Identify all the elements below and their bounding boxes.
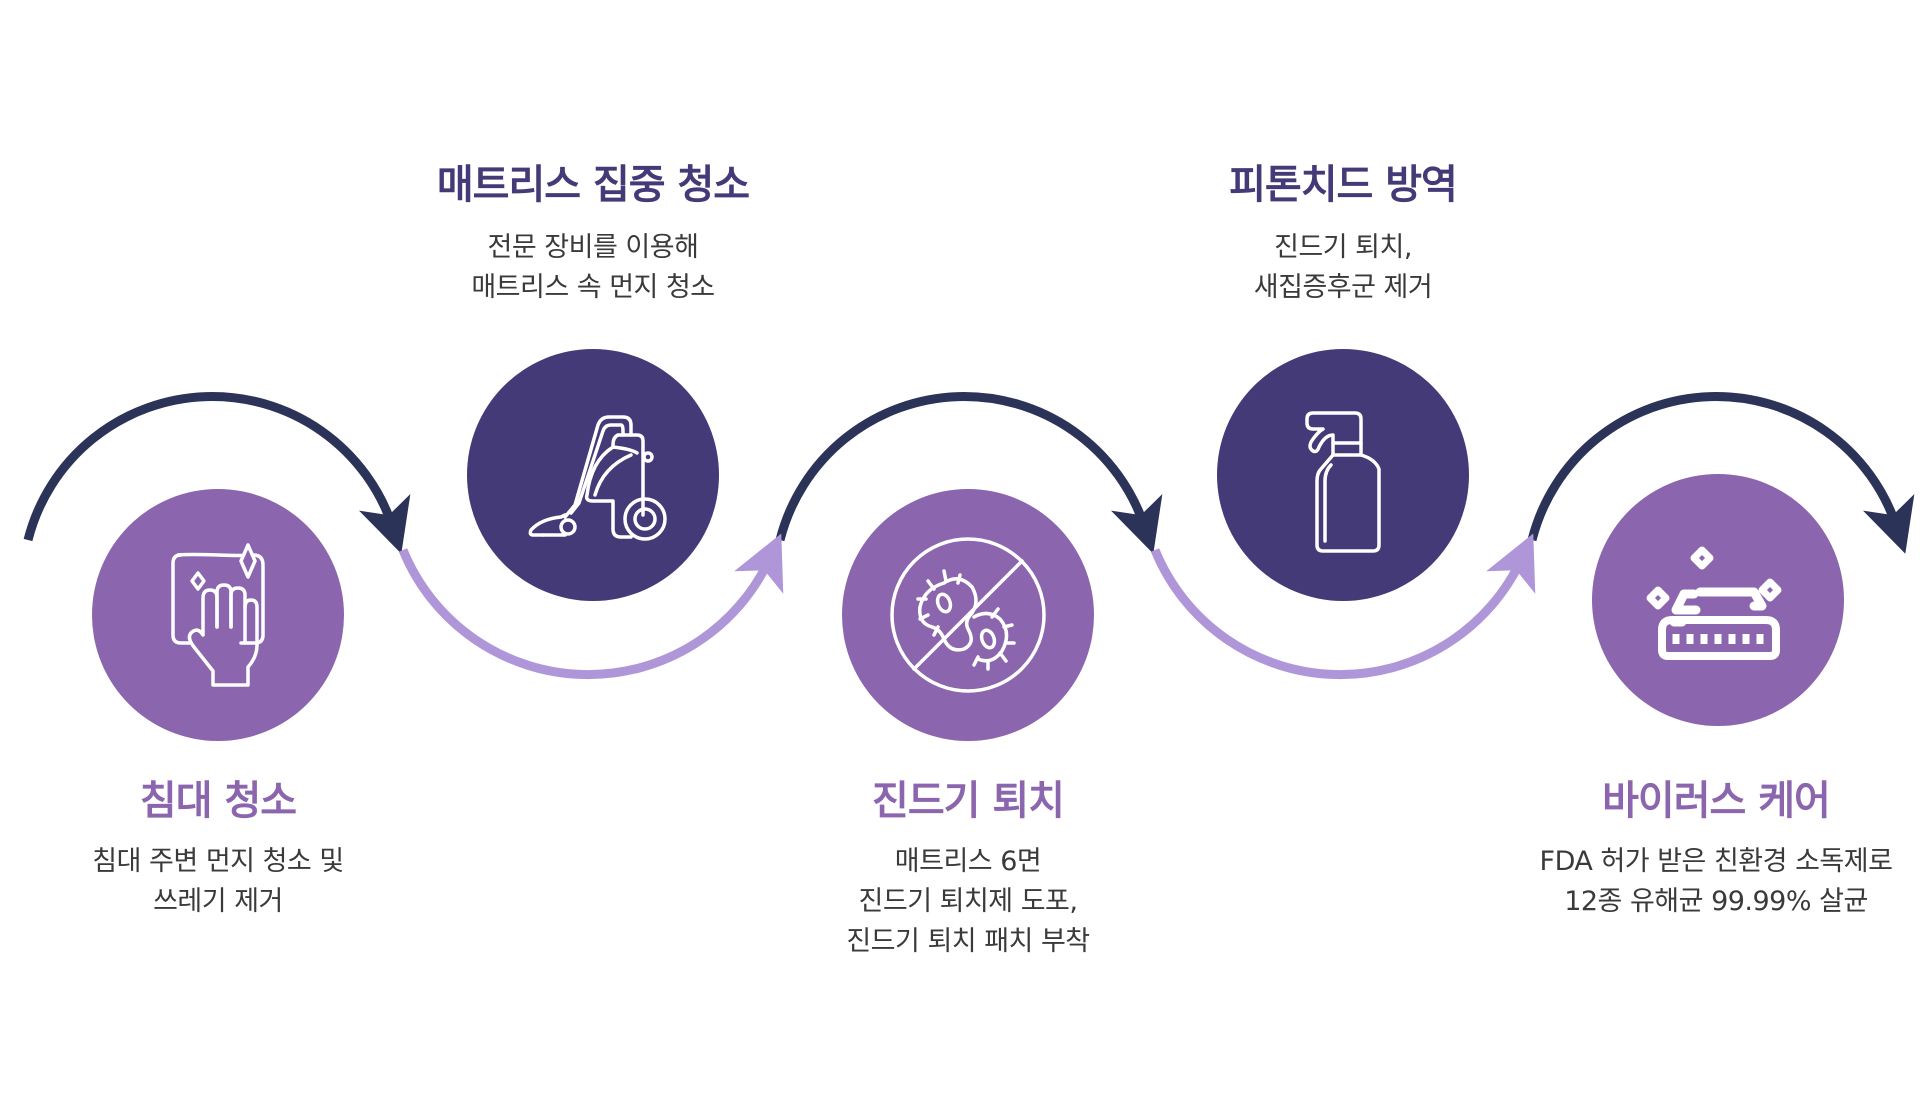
step-3-description: 매트리스 6면 진드기 퇴치제 도포, 진드기 퇴치 패치 부착	[846, 846, 1090, 957]
no-bacteria-icon	[890, 537, 1046, 693]
arrow-arc-3-to-4	[775, 391, 1163, 554]
hand-wipe-cloth-icon	[171, 543, 265, 687]
step-1-title: 침대 청소	[139, 778, 297, 824]
step-1-circle	[92, 489, 344, 741]
step-1-description: 침대 주변 먼지 청소 및 쓰레기 제거	[92, 846, 344, 917]
arrow-arc-2-to-3	[398, 533, 784, 680]
arrow-arc-1-to-2	[23, 391, 411, 554]
step-4-title: 피톤치드 방역	[1229, 162, 1458, 208]
arrow-arc-4-to-5	[1150, 533, 1536, 680]
step-3-title: 진드기 퇴치	[872, 778, 1065, 824]
step-2-description: 전문 장비를 이용해 매트리스 속 먼지 청소	[471, 232, 715, 303]
arrow-arc-5-out	[1527, 391, 1915, 554]
step-3-circle	[842, 489, 1094, 741]
step-2-circle	[467, 349, 719, 601]
vacuum-cleaner-icon	[528, 415, 667, 541]
step-5-description: FDA 허가 받은 친환경 소독제로 12종 유해균 99.99% 살균	[1539, 846, 1893, 917]
step-5-circle	[1592, 474, 1844, 726]
step-4-circle	[1217, 349, 1469, 601]
step-5-title: 바이러스 케어	[1602, 778, 1831, 824]
step-4-description: 진드기 퇴치, 새집증후군 제거	[1253, 232, 1433, 303]
spray-bottle-icon	[1305, 411, 1381, 553]
clean-mattress-sparkle-icon	[1646, 546, 1782, 660]
step-2-title: 매트리스 집중 청소	[436, 162, 750, 208]
